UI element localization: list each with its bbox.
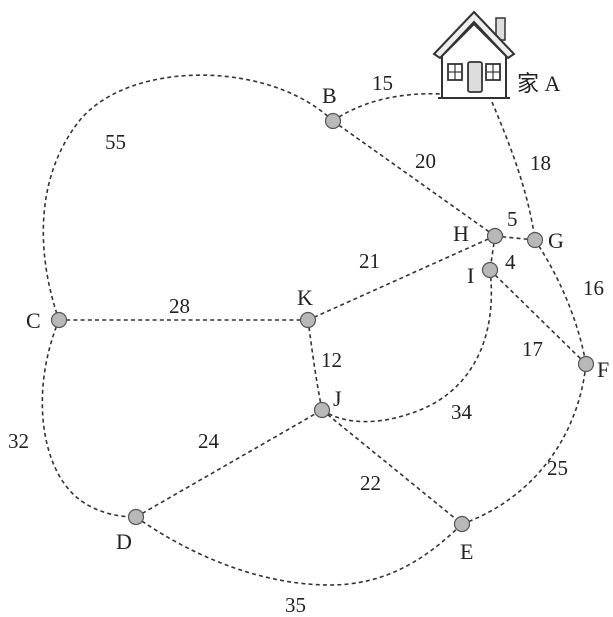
node-labels: 家 A B C D E F G H I J K <box>26 71 609 564</box>
node-e <box>453 515 471 533</box>
edge-k-j <box>307 319 323 411</box>
node-i <box>481 261 499 279</box>
node-label-b: B <box>322 83 337 108</box>
node-label-a: 家 A <box>517 71 561 96</box>
edge-a-b <box>332 92 443 122</box>
edges <box>41 74 587 586</box>
weight-h-k: 21 <box>359 249 380 273</box>
node-label-h: H <box>453 221 469 246</box>
node-label-j: J <box>333 386 342 411</box>
node-c <box>50 311 68 329</box>
weight-b-c: 55 <box>105 130 126 154</box>
weight-k-j: 12 <box>321 348 342 372</box>
node-j <box>313 401 331 419</box>
node-label-c: C <box>26 308 41 333</box>
edge-h-i <box>489 235 496 271</box>
node-g <box>526 231 544 249</box>
edge-d-j <box>135 409 323 518</box>
weight-h-g: 5 <box>507 207 518 231</box>
weight-c-k: 28 <box>169 294 190 318</box>
weight-e-f: 25 <box>547 456 568 480</box>
edge-i-j <box>321 269 493 423</box>
node-label-e: E <box>460 539 473 564</box>
edge-i-f <box>489 269 587 365</box>
edge-h-k <box>307 235 496 321</box>
node-f <box>577 355 595 373</box>
edge-j-e <box>321 409 463 525</box>
edge-b-h <box>332 120 496 237</box>
weight-g-f: 16 <box>583 276 604 300</box>
node-label-k: K <box>297 285 313 310</box>
node-h <box>486 227 504 245</box>
edge-g-f <box>534 239 587 365</box>
node-label-d: D <box>116 529 132 554</box>
node-d <box>127 508 145 526</box>
edge-e-f <box>461 363 587 525</box>
node-label-f: F <box>597 357 609 382</box>
house-icon <box>432 10 516 99</box>
node-label-g: G <box>548 228 564 253</box>
weight-d-j: 24 <box>198 429 220 453</box>
edge-c-d <box>41 319 137 518</box>
weight-c-d: 32 <box>8 429 29 453</box>
weight-h-i: 4 <box>505 250 516 274</box>
node-label-i: I <box>467 263 474 288</box>
node-b <box>324 112 342 130</box>
node-k <box>299 311 317 329</box>
edge-d-e <box>135 516 463 586</box>
weight-d-e: 35 <box>285 593 306 617</box>
weight-j-e: 22 <box>360 471 381 495</box>
nodes <box>50 112 595 533</box>
weight-i-j: 34 <box>451 400 473 424</box>
edge-a-g <box>491 101 536 241</box>
weight-labels: 15 18 55 20 5 4 16 17 21 28 12 34 32 24 … <box>8 71 604 617</box>
weight-b-h: 20 <box>415 149 436 173</box>
weight-i-f: 17 <box>522 337 543 361</box>
edge-b-c <box>42 74 334 321</box>
weight-a-g: 18 <box>530 151 551 175</box>
weight-a-b: 15 <box>372 71 393 95</box>
